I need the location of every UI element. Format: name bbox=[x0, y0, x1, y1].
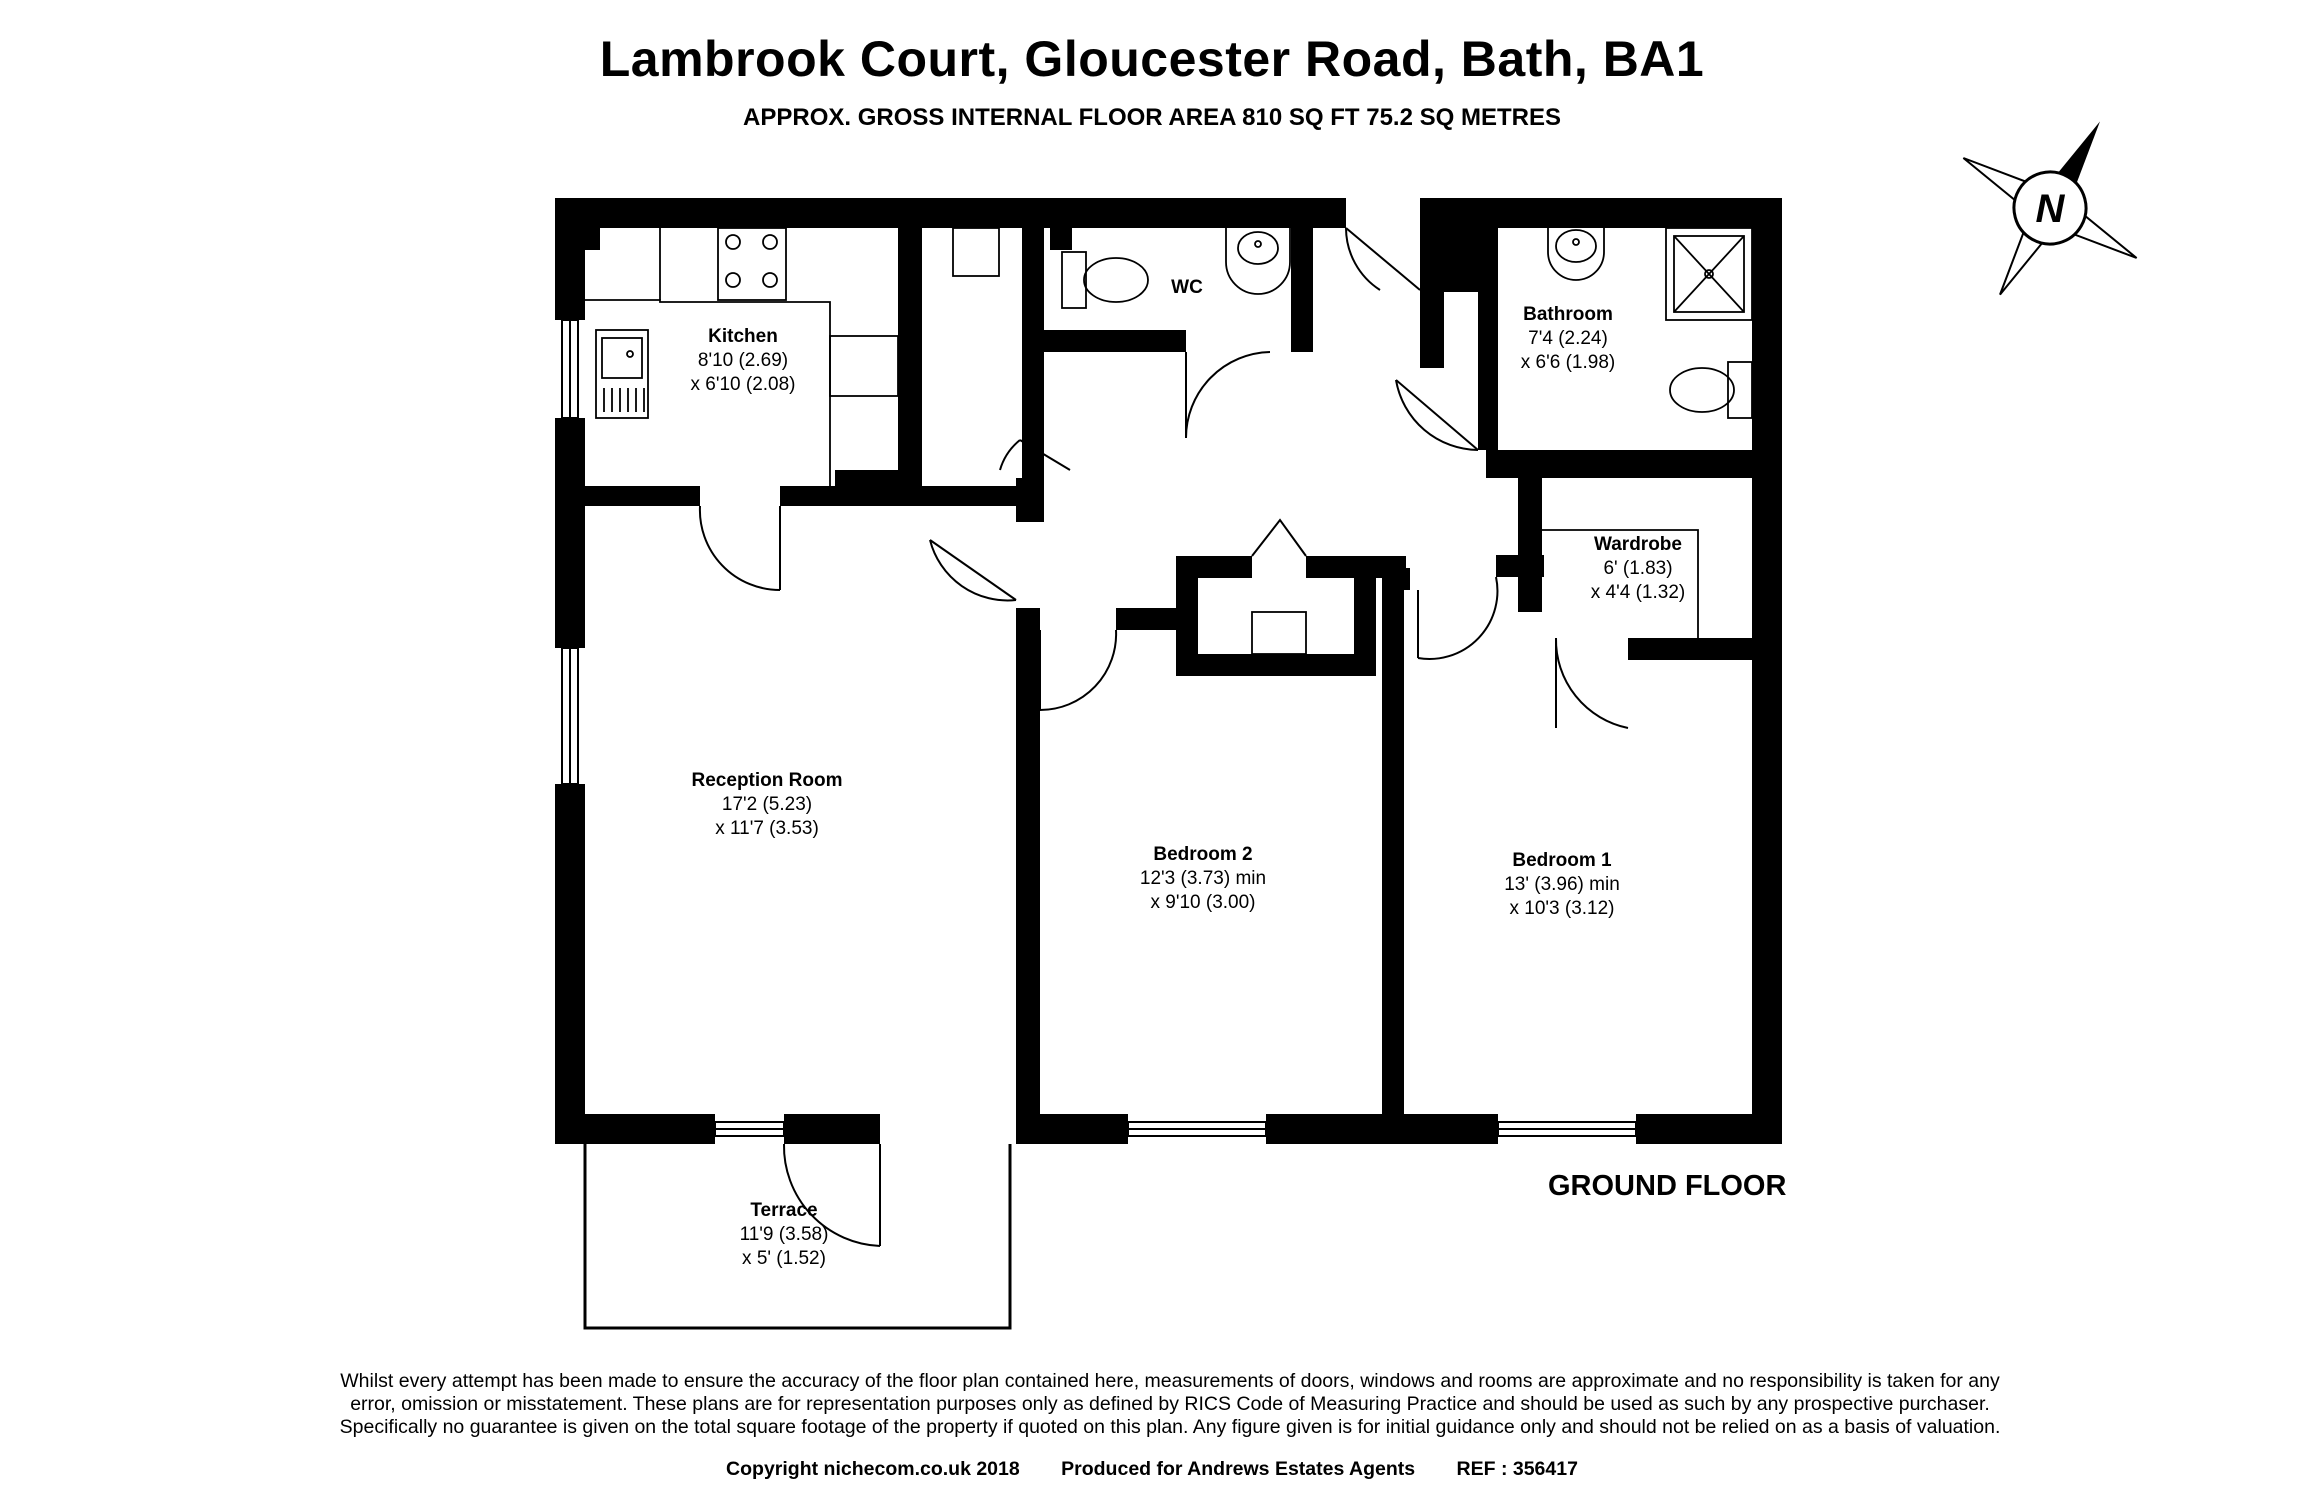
wardrobe-dim2: x 4'4 (1.32) bbox=[1591, 582, 1685, 603]
bedroom2-dim2: x 9'10 (3.00) bbox=[1150, 892, 1255, 913]
bedroom1-dim2: x 10'3 (3.12) bbox=[1509, 898, 1614, 919]
reception-dim2: x 11'7 (3.53) bbox=[715, 818, 819, 839]
disclaimer: Whilst every attempt has been made to en… bbox=[240, 1370, 2100, 1439]
terrace-name: Terrace bbox=[750, 1200, 817, 1221]
footer-ref: REF : 356417 bbox=[1456, 1458, 1578, 1480]
wardrobe-name: Wardrobe bbox=[1594, 534, 1682, 555]
kitchen-dim2: x 6'10 (2.08) bbox=[690, 374, 795, 395]
bedroom2-name: Bedroom 2 bbox=[1153, 844, 1252, 865]
wc-name: WC bbox=[1171, 277, 1203, 298]
wall-stubs bbox=[580, 228, 1460, 250]
reception-name: Reception Room bbox=[692, 770, 843, 791]
disclaimer-line: error, omission or misstatement. These p… bbox=[350, 1393, 1990, 1415]
wardrobe-dim1: 6' (1.83) bbox=[1603, 558, 1672, 579]
floor-area-subtitle: APPROX. GROSS INTERNAL FLOOR AREA 810 SQ… bbox=[743, 104, 1561, 131]
bedroom2-dim1: 12'3 (3.73) min bbox=[1140, 868, 1266, 889]
plan-title: Lambrook Court, Gloucester Road, Bath, B… bbox=[599, 31, 1705, 87]
compass-letter: N bbox=[2036, 187, 2066, 231]
sink-drainer-lines bbox=[603, 388, 645, 412]
bathroom-dim2: x 6'6 (1.98) bbox=[1521, 352, 1615, 373]
fixtures bbox=[585, 227, 1753, 655]
bedroom1-dim1: 13' (3.96) min bbox=[1504, 874, 1620, 895]
bedroom1-name: Bedroom 1 bbox=[1512, 850, 1612, 871]
windows bbox=[561, 319, 1637, 1137]
terrace-dim1: 11'9 (3.58) bbox=[740, 1224, 829, 1245]
compass-icon bbox=[1962, 121, 2138, 296]
walls bbox=[555, 198, 1782, 1144]
bathroom-dim1: 7'4 (2.24) bbox=[1528, 328, 1608, 349]
terrace-dim2: x 5' (1.52) bbox=[742, 1248, 826, 1269]
kitchen-name: Kitchen bbox=[708, 326, 778, 347]
kitchen-dim1: 8'10 (2.69) bbox=[698, 350, 788, 371]
disclaimer-line: Specifically no guarantee is given on th… bbox=[339, 1416, 2001, 1438]
doors bbox=[698, 227, 1629, 1247]
floor-label: GROUND FLOOR bbox=[1548, 1170, 1787, 1202]
reception-dim1: 17'2 (5.23) bbox=[722, 794, 812, 815]
footer-copyright: Copyright nichecom.co.uk 2018 bbox=[726, 1458, 1020, 1480]
footer-produced: Produced for Andrews Estates Agents bbox=[1061, 1458, 1416, 1480]
bathroom-name: Bathroom bbox=[1523, 304, 1613, 325]
footer: Copyright nichecom.co.uk 2018 Produced f… bbox=[0, 1458, 2304, 1481]
disclaimer-line: Whilst every attempt has been made to en… bbox=[340, 1370, 2000, 1392]
terrace-outline bbox=[583, 1144, 1012, 1330]
